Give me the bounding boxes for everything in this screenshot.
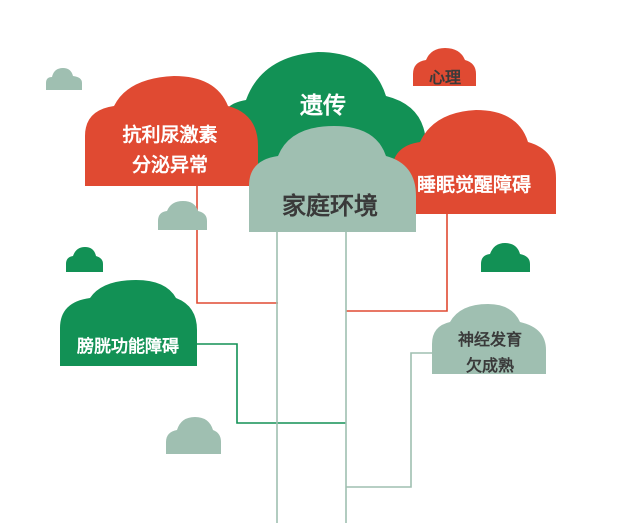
heredity-label: 遗传 [300,93,346,119]
bladder-label: 膀胱功能障碍 [77,337,179,357]
sleep-connector [346,207,448,312]
psychology-label: 心理 [428,68,461,87]
nervous-cloud-shape [432,304,546,374]
nervous-connector [346,352,432,488]
family-environment-label: 家庭环境 [282,192,378,220]
nervous-label-line2: 欠成熟 [465,356,514,375]
bladder-cloud-shape [60,280,197,366]
decor-cloud-1 [46,68,82,90]
decor-cloud-3 [66,247,103,272]
sleep-cloud-shape [392,110,556,214]
decor-cloud-2 [158,201,207,230]
psychology-cloud-shape [413,48,476,86]
bladder-connector [195,343,346,424]
hormone-cloud-shape [85,76,258,186]
family-cloud-shape [249,126,416,232]
hormone-label-line2: 分泌异常 [131,154,208,176]
nervous-label-line1: 神经发育 [457,330,522,349]
sleep-arousal-label: 睡眠觉醒障碍 [416,174,531,196]
hormone-label-line1: 抗利尿激素 [122,124,218,146]
decor-cloud-4 [481,243,530,272]
decor-cloud-5 [166,417,221,454]
connector-lines [195,180,448,523]
